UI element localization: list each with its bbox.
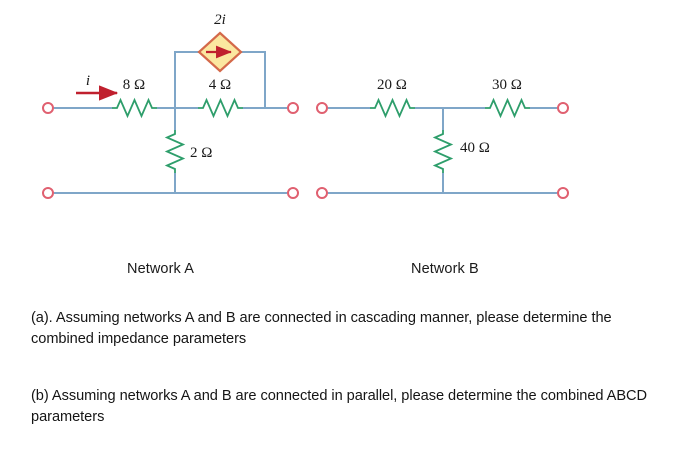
terminal-a-in-bottom[interactable] [42,187,54,199]
dependent-source-label: 2i [214,12,226,28]
terminal-a-out-top[interactable] [287,102,299,114]
input-current-label: i [86,73,90,89]
question-a-text: (a). Assuming networks A and B are conne… [31,310,612,347]
wire-a-source-left [174,51,199,108]
terminal-a-in-top[interactable] [42,102,54,114]
terminal-a-out-bottom[interactable] [287,187,299,199]
resistor-40ohm [432,130,454,173]
circuit-diagram: 2i i 8 Ω 4 Ω 2 Ω [42,12,569,199]
resistor-4ohm-label: 4 Ω [209,77,231,93]
resistor-20ohm-label: 20 Ω [377,77,407,93]
terminal-b-out-top[interactable] [557,102,569,114]
resistor-30ohm [485,97,530,119]
resistor-8ohm-label: 8 Ω [123,77,145,93]
resistor-2ohm-label: 2 Ω [190,145,212,161]
question-b-text: (b) Assuming networks A and B are connec… [31,388,648,425]
terminal-b-in-top[interactable] [316,102,328,114]
resistor-4ohm [198,97,243,119]
network-a-caption: Network A [127,261,194,277]
resistor-40ohm-label: 40 Ω [460,140,490,156]
terminal-b-in-bottom[interactable] [316,187,328,199]
dependent-current-source-icon [197,31,243,73]
network-b-caption: Network B [411,261,479,277]
network-b-group: 20 Ω 30 Ω 40 Ω [316,77,569,199]
resistor-2ohm [164,130,186,173]
resistor-20ohm [370,97,415,119]
network-a-group: 2i i 8 Ω 4 Ω 2 Ω [42,12,299,199]
terminal-b-out-bottom[interactable] [557,187,569,199]
wire-a-source-right [241,51,266,108]
resistor-30ohm-label: 30 Ω [492,77,522,93]
resistor-8ohm [112,97,157,119]
